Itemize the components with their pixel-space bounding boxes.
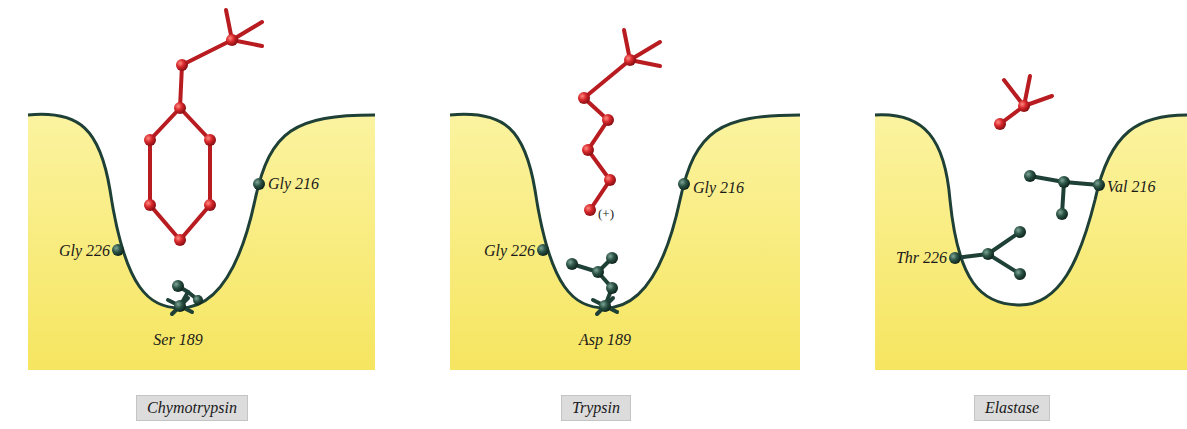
residue: [112, 178, 265, 314]
residue-label: Gly 226: [59, 242, 110, 260]
residue-label: Asp 189: [579, 331, 631, 349]
binding-pocket: [28, 114, 375, 370]
residue-label: Val 216: [1107, 178, 1155, 196]
residue-label: Gly 216: [693, 179, 744, 197]
residue: [949, 170, 1105, 280]
enzyme-name: Elastase: [985, 399, 1039, 416]
substrate-side-chain: [994, 76, 1052, 130]
enzyme-name-box: Trypsin: [561, 395, 631, 421]
substrate-side-chain: [578, 30, 660, 216]
enzyme-name: Trypsin: [572, 399, 620, 416]
substrate-side-chain: [144, 10, 262, 246]
residue-label: Gly 216: [268, 175, 319, 193]
enzyme-name: Chymotrypsin: [147, 399, 237, 416]
binding-pocket: [875, 115, 1187, 370]
residue-label: Gly 226: [484, 242, 535, 260]
enzyme-name-box: Chymotrypsin: [136, 395, 248, 421]
enzyme-name-box: Elastase: [974, 395, 1050, 421]
residue-label: Thr 226: [896, 249, 947, 267]
binding-pocket: [450, 114, 800, 370]
charge-label: (+): [598, 206, 614, 222]
residue: [537, 178, 690, 314]
residue-label: Ser 189: [153, 331, 202, 349]
